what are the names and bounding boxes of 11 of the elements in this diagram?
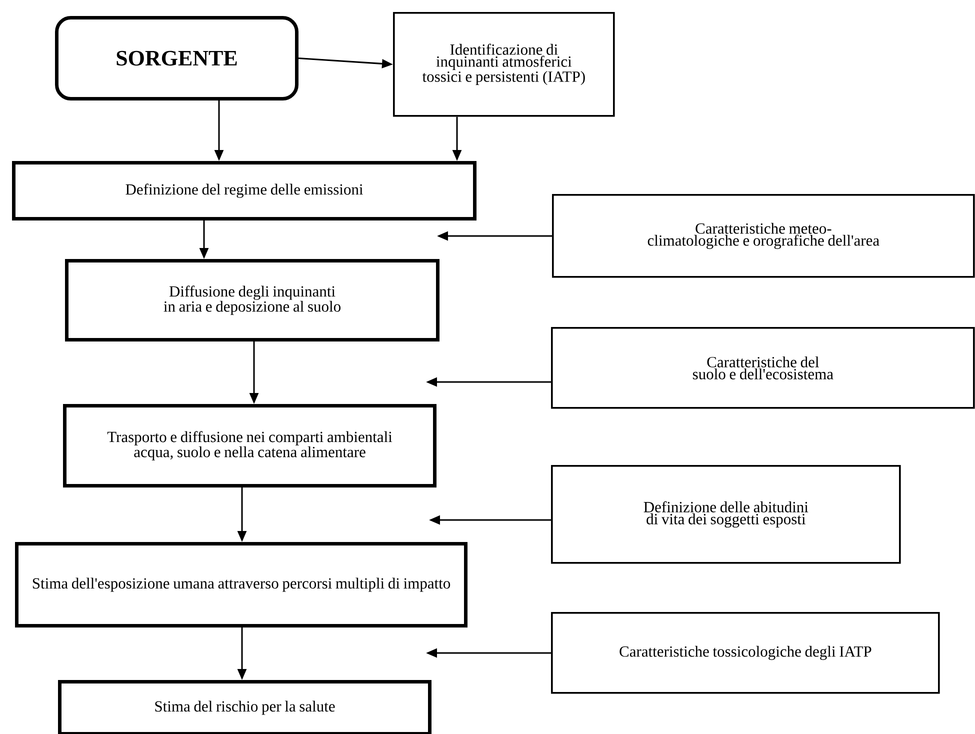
input-box: Definizione delle abitudini di vita dei soggetti esposti [551,465,901,564]
process-box: Trasporto e diffusione nei comparti ambientali acqua, suolo e nella catena alimentare [63,404,436,488]
input-box: Identificazione di inquinanti atmosferici tossici e persistenti (IATP) [393,12,615,117]
process-box: Diffusione degli inquinanti in aria e deposizione al suolo [65,259,440,342]
source-box: SORGENTE [55,16,298,100]
process-box: Stima dell'esposizione umana attraverso percorsi multipli di impatto [15,542,468,628]
input-box: Caratteristiche meteo-climatologiche e orografiche dell'area [552,194,975,278]
process-box: Definizione del regime delle emissioni [12,161,476,220]
input-box: Caratteristiche tossicologiche degli IATP [551,612,940,694]
input-box: Caratteristiche del suolo e dell'ecosistema [551,327,975,409]
process-box: Stima del rischio per la salute [58,680,432,734]
